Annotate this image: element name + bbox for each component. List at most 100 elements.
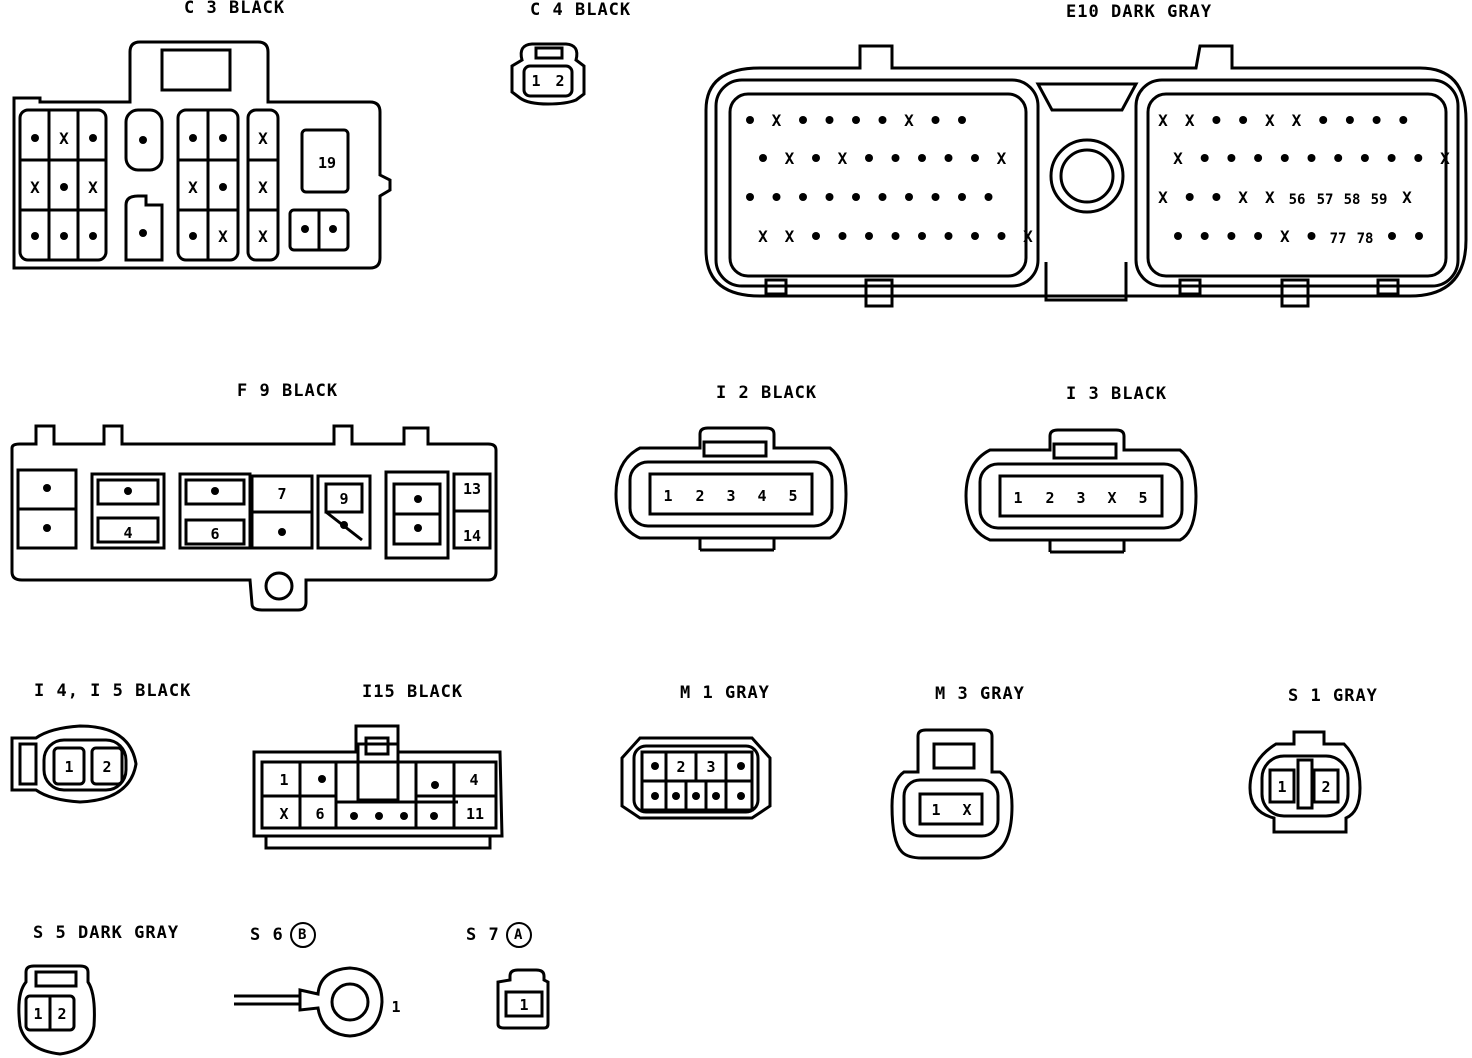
empty-cavity-mark: X [1185, 111, 1195, 130]
pin-dot [958, 116, 966, 124]
pin-dot [672, 792, 680, 800]
pin-dot [891, 154, 900, 162]
s1-pin-1: 1 [1277, 778, 1286, 796]
pin-dot [124, 487, 132, 495]
i2-pin-2: 2 [695, 487, 704, 505]
f9-label: F 9 BLACK [237, 381, 339, 401]
c3-pin-19: 19 [318, 154, 336, 172]
empty-cavity-mark: X [1265, 111, 1275, 130]
empty-cavity-mark: X [88, 178, 98, 197]
pin-dot [931, 193, 940, 201]
m1-pin-3: 3 [706, 758, 715, 776]
e10-pin-78: 78 [1357, 231, 1374, 247]
pin-dot [31, 232, 39, 240]
s6-badge: B [289, 922, 316, 948]
empty-cavity-mark: X [772, 111, 782, 130]
pin-dot [139, 229, 147, 237]
s6-pin-1: 1 [391, 998, 400, 1016]
empty-cavity-mark: X [1173, 149, 1183, 168]
pin-dot [852, 193, 860, 201]
connector-f9 [10, 424, 498, 612]
empty-cavity-mark: X [904, 111, 914, 130]
pin-dot [944, 232, 953, 240]
pin-dot [799, 193, 807, 201]
pin-dot [984, 193, 993, 201]
pin-dot [865, 232, 873, 240]
pin-dot [89, 232, 97, 240]
i15-pin-6: 6 [315, 805, 324, 823]
connector-i15 [252, 724, 504, 850]
pin-dot [971, 232, 979, 240]
empty-cavity-mark: X [258, 178, 268, 197]
empty-cavity-mark: X [1238, 188, 1248, 207]
pin-dot [350, 812, 358, 820]
s5-pin-1: 1 [33, 1005, 42, 1023]
i3-label: I 3 BLACK [1066, 384, 1168, 404]
f9-pin-14: 14 [463, 527, 481, 545]
pin-dot [1334, 154, 1343, 162]
pin-dot [825, 116, 834, 124]
empty-cavity-mark: X [838, 149, 848, 168]
pin-dot [1319, 116, 1328, 124]
pin-dot [931, 116, 940, 124]
pin-dot [340, 521, 348, 529]
s5-pin-2: 2 [57, 1005, 66, 1023]
connector-s7 [496, 968, 550, 1030]
pin-dot [799, 116, 807, 124]
empty-cavity-mark: X [785, 227, 795, 246]
pin-dot [1227, 154, 1236, 162]
s1-label: S 1 GRAY [1288, 686, 1378, 706]
connector-e10 [704, 44, 1468, 308]
empty-cavity-mark: X [218, 227, 228, 246]
pin-labels: 19 1 2 56 57 58 59 77 78 4 6 7 9 13 14 1… [33, 72, 1387, 1023]
i3-pin-3: 3 [1076, 489, 1085, 507]
pin-dot [139, 136, 147, 144]
m1-pin-2: 2 [676, 758, 685, 776]
i2-pin-3: 3 [726, 487, 735, 505]
i4i5-pin-2: 2 [102, 758, 111, 776]
pin-dot [971, 154, 979, 162]
pin-dot [1345, 116, 1354, 124]
pin-dot [878, 193, 887, 201]
pin-dot [1185, 193, 1194, 201]
connector-s5 [17, 964, 96, 1056]
pin-dot [1307, 154, 1316, 162]
empty-cavity-mark: X [1440, 149, 1450, 168]
pin-dot [812, 232, 820, 240]
pin-dot [1254, 232, 1263, 240]
pin-dot [189, 232, 197, 240]
pin-dot [189, 134, 197, 142]
empty-cavity-mark: X [188, 178, 198, 197]
pin-dot [414, 524, 422, 532]
connector-m1 [620, 736, 772, 820]
s7-pin-1: 1 [519, 996, 528, 1014]
m3-label: M 3 GRAY [935, 684, 1025, 704]
pin-dot [400, 812, 408, 820]
i15-label: I15 BLACK [362, 682, 464, 702]
f9-pin-6: 6 [210, 525, 219, 543]
empty-cavity-mark: X [258, 129, 268, 148]
pin-dot [1307, 232, 1316, 240]
pin-dot [375, 812, 383, 820]
connector-s6 [234, 966, 384, 1038]
empty-cavity-mark: X [1158, 111, 1168, 130]
m3-pin-x: X [962, 801, 971, 819]
connector-c3 [12, 40, 392, 270]
pin-dot [1415, 232, 1423, 240]
e10-pin-57: 57 [1317, 192, 1334, 208]
pin-dot [746, 116, 754, 124]
e10-pin-77: 77 [1330, 231, 1347, 247]
empty-cavity-mark: X [1023, 227, 1033, 246]
i2-pin-1: 1 [663, 487, 672, 505]
pin-dot [651, 792, 659, 800]
m3-pin-1: 1 [931, 801, 940, 819]
pin-dot [301, 225, 309, 233]
pin-dot [1372, 116, 1381, 124]
pin-dot [712, 792, 720, 800]
s5-label: S 5 DARK GRAY [33, 923, 180, 943]
pin-dot [1200, 154, 1209, 162]
pin-dot [1239, 116, 1248, 124]
connector-m3 [890, 728, 1014, 860]
